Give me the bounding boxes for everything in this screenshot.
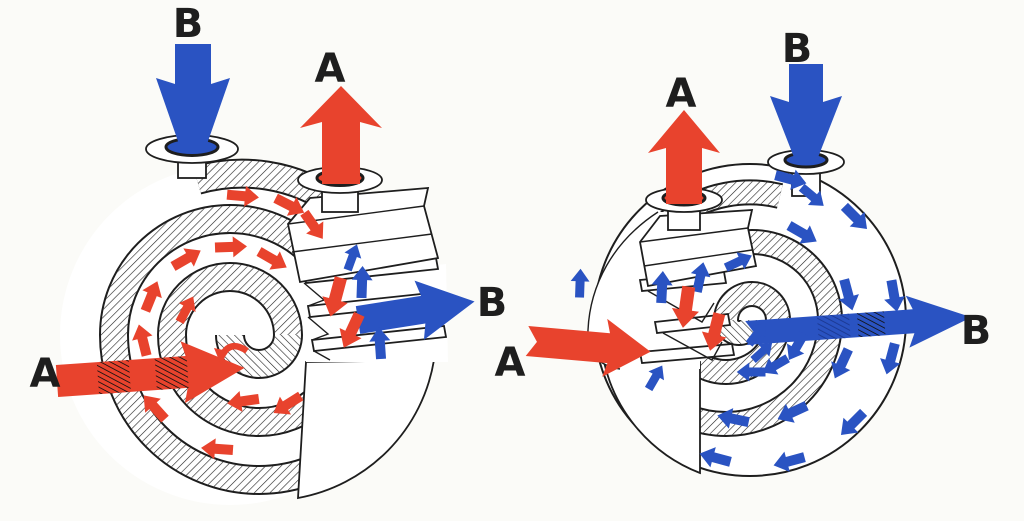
label-left-top-inlet-b: B	[173, 1, 204, 47]
label-right-top-inlet-b: B	[782, 26, 813, 72]
fluid-b-side-outlet-arrow-left-view	[355, 280, 475, 340]
label-right-side-inlet-a: A	[495, 340, 526, 386]
fluid-a-side-inlet-arrow-left-view	[55, 341, 245, 404]
left-cut-wedge	[297, 359, 436, 500]
label-left-side-inlet-a: A	[30, 351, 61, 397]
left-center-curl-arrow	[214, 343, 249, 365]
left-diagram-fluid-a-path: B A A B	[30, 1, 508, 505]
right-plate-2	[653, 313, 732, 334]
right-cut-wedge	[602, 361, 701, 475]
fluid-b-inlet-arrow-left-view	[156, 44, 230, 147]
fluid-a-outlet-arrow-left-view	[300, 86, 382, 184]
flow-arrow	[570, 268, 590, 298]
label-left-top-outlet-a: A	[315, 46, 346, 92]
label-right-top-outlet-a: A	[666, 71, 697, 117]
right-diagram-fluid-b-path: A B A B	[495, 26, 992, 477]
label-left-side-outlet-b: B	[477, 280, 508, 326]
fluid-b-inlet-arrow-right-view	[770, 64, 842, 160]
fluid-a-outlet-arrow-right-view	[648, 110, 720, 204]
fluid-a-side-inlet-arrow-right-view	[525, 318, 651, 377]
label-right-side-outlet-b: B	[961, 308, 992, 354]
